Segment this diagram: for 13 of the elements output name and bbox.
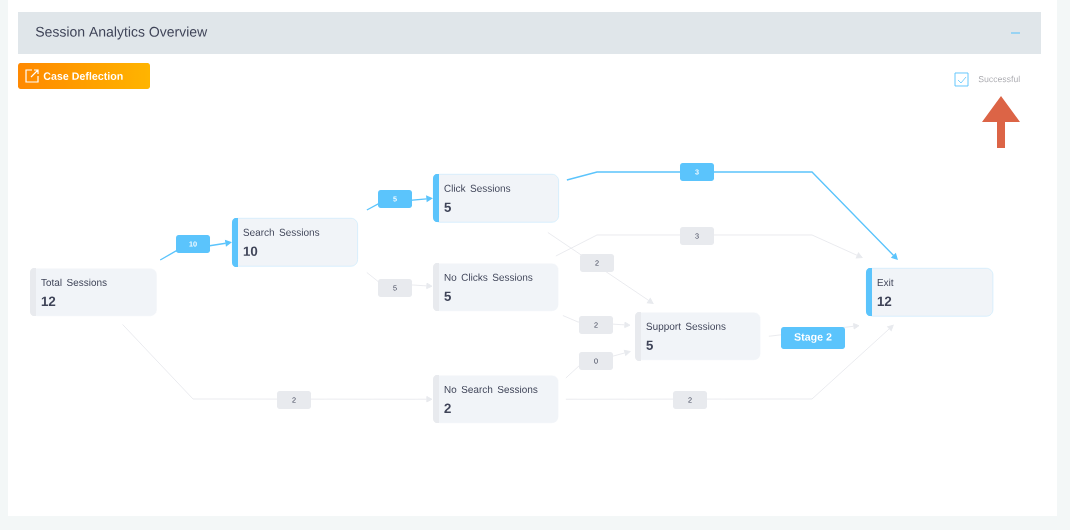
session-box: Total Sessions 12	[30, 268, 158, 317]
session-box: Search Sessions 10	[232, 218, 358, 267]
header-bar: Session Analytics Overview	[18, 12, 1041, 54]
checkbox-label: Successful	[978, 75, 1020, 83]
case-deflection-button: Case Deflection	[25, 69, 123, 83]
edge-label: Stage 2	[781, 327, 845, 349]
session-box: Support Sessions 5	[635, 312, 761, 361]
arrow	[565, 324, 894, 400]
session-box: Exit 12	[866, 268, 994, 317]
session-box: No Search Sessions 2	[433, 375, 559, 424]
session-box: Click Sessions 5	[433, 174, 559, 223]
arrow	[566, 171, 898, 260]
session-box: No Clicks Sessions 5	[433, 263, 559, 312]
